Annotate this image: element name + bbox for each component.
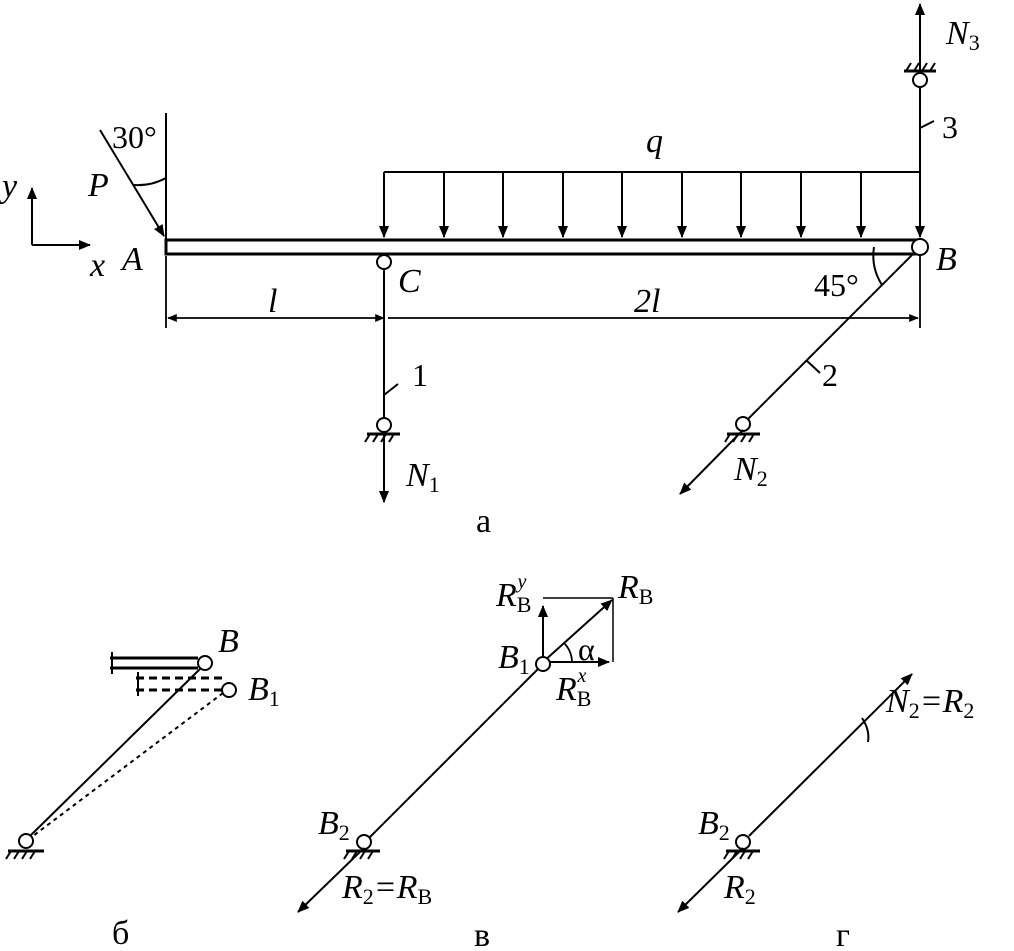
panel-g-r2-label: R2 (723, 869, 756, 909)
caption-g: г (836, 917, 850, 951)
beam (164, 238, 922, 256)
panel-v-point-b2-label: B2 (318, 805, 350, 845)
force-p-arrow (99, 129, 165, 237)
force-p-label: P (87, 167, 109, 204)
alpha-label: α (578, 631, 595, 667)
angle-arc-45 (872, 246, 883, 286)
n2-eq-r2-label: N2=R2 (885, 683, 974, 723)
rbx-label: RBx (555, 665, 591, 711)
caption-a: а (476, 503, 491, 540)
rod-1 (364, 254, 400, 503)
rod-3-label: 3 (942, 109, 958, 145)
rod-3 (904, 3, 936, 172)
rod-1-label: 1 (412, 357, 428, 393)
panel-g-labels: N2=R2 B2 R2 г (698, 683, 974, 951)
n2-label: N2 (733, 451, 768, 491)
panel-b-point-b1-label: B1 (248, 671, 280, 711)
panel-a-labels: 30° P q y x A B C l 2l 45° 1 2 3 N1 N2 N… (0, 15, 980, 540)
dimension-2l-label: 2l (634, 283, 660, 320)
panel-b-labels: B B1 б (112, 623, 280, 951)
axis-x-label: x (89, 247, 105, 284)
dimension-lines (165, 256, 921, 328)
panel-v (297, 597, 614, 913)
caption-v: в (474, 917, 490, 951)
coordinate-axes (27, 187, 91, 250)
r2-eq-rb-label: R2=RB (341, 869, 432, 909)
angle-arc-30 (132, 177, 167, 187)
panel-g (677, 673, 913, 913)
angle-45-label: 45° (814, 267, 859, 303)
rod-2 (679, 238, 929, 495)
dimension-l-label: l (268, 283, 277, 320)
point-b-label: B (936, 241, 957, 278)
n1-label: N1 (405, 457, 440, 497)
panel-a (27, 3, 936, 503)
point-a-label: A (120, 241, 143, 278)
rby-label: RBy (495, 571, 531, 617)
rb-label: RB (617, 569, 653, 609)
panel-v-point-b1-label: B1 (498, 639, 530, 679)
angle-30-label: 30° (112, 119, 157, 155)
rod-2-label: 2 (822, 357, 838, 393)
panel-b (5, 652, 237, 860)
load-q-label: q (646, 123, 663, 160)
panel-g-point-b2-label: B2 (698, 805, 730, 845)
panel-b-point-b-label: B (218, 623, 239, 660)
panel-v-labels: RB RBy RBx α B1 B2 R2=RB в (318, 569, 653, 951)
axis-y-label: y (0, 168, 18, 205)
caption-b: б (112, 915, 129, 951)
point-c-label: C (398, 263, 421, 300)
distributed-load-q (379, 171, 925, 238)
n3-label: N3 (945, 15, 980, 55)
